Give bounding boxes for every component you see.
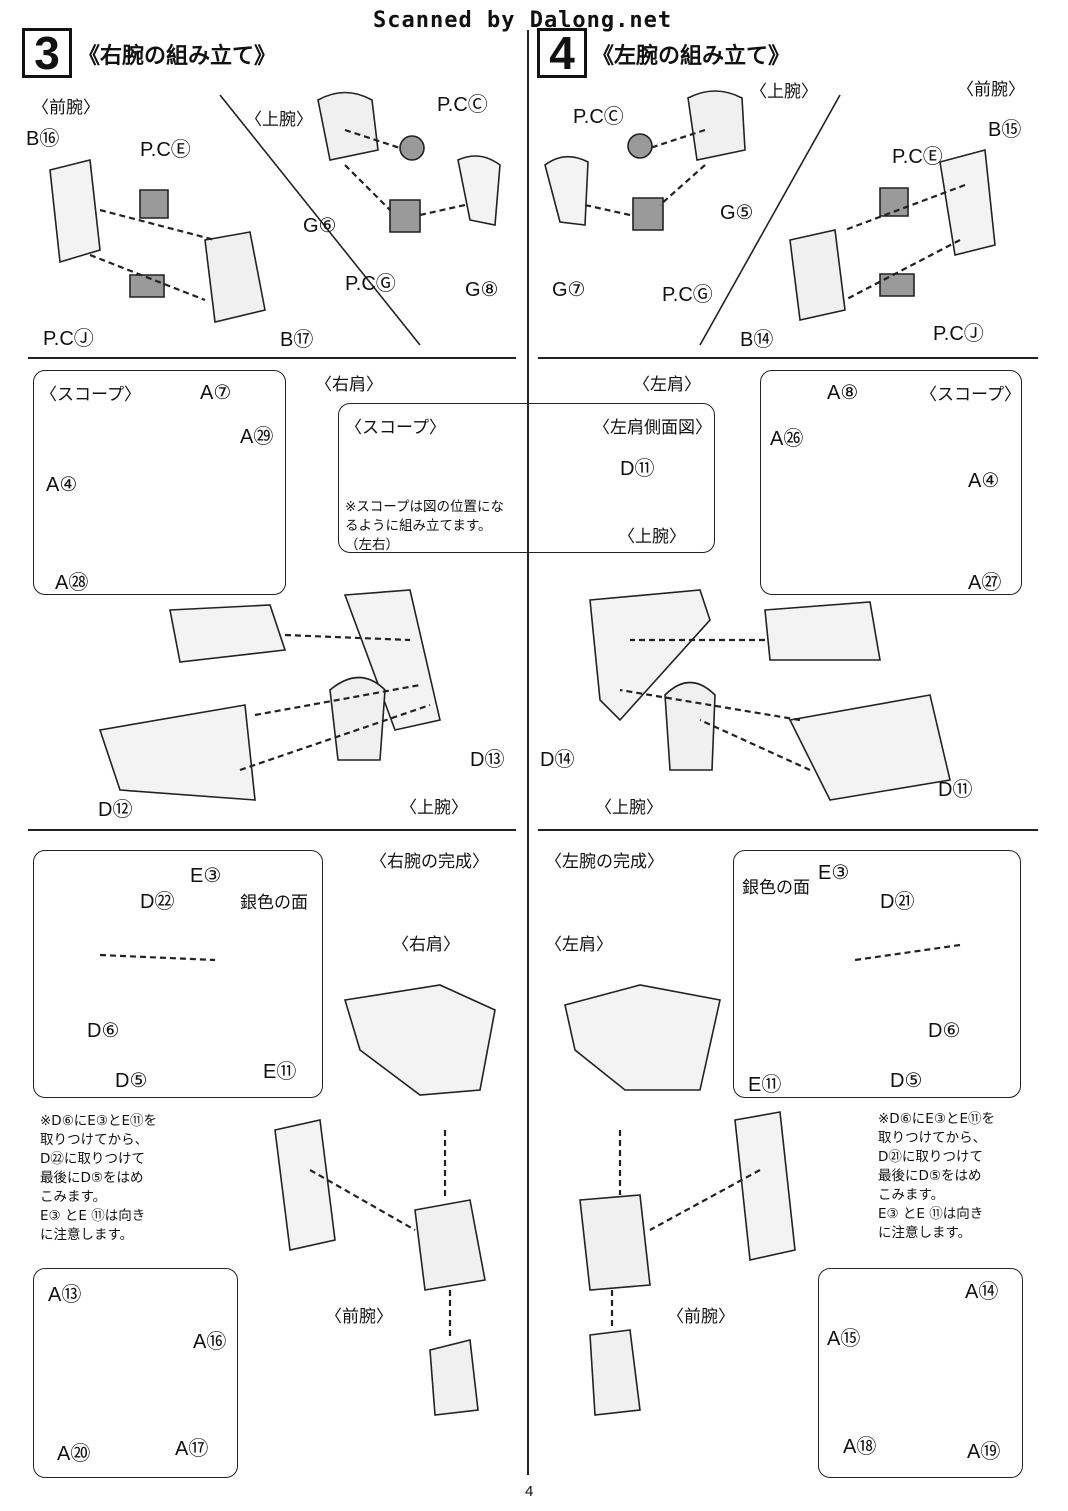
step4-divider-2 [538, 829, 1038, 831]
step4-part-d14: D⑭ [540, 749, 575, 771]
step4-part-a26: A㉖ [770, 428, 804, 450]
step4-scoop-panel [760, 370, 1022, 595]
step3-part-e11: E⑪ [263, 1061, 297, 1083]
watermark: Scanned by Dalong.net [373, 8, 673, 33]
step3-upperarm-label: 〈上腕〉 [245, 110, 313, 130]
step3-scoop-note-panel [338, 403, 715, 553]
step4-part-pcj: P.CⒿ [933, 323, 984, 345]
step4-part-b15: B⑮ [988, 119, 1022, 141]
step4-complete-forearm-label: 〈前腕〉 [667, 1307, 735, 1327]
step4-part-a8: A⑧ [827, 382, 859, 404]
step4-part-a4: A④ [968, 470, 1000, 492]
step4-scoop-label: 〈スコープ〉 [920, 385, 1021, 405]
step3-part-a20: A⑳ [57, 1443, 91, 1465]
step3-complete-title: 〈右腕の完成〉 [370, 852, 489, 872]
step3-part-e3: E③ [190, 865, 222, 887]
step4-part-b14: B⑭ [740, 329, 774, 351]
step4-forearm-label: 〈前腕〉 [957, 80, 1025, 100]
step4-part-e11: E⑪ [748, 1074, 782, 1096]
step4-part-pce: P.CⒺ [892, 146, 943, 168]
step3-title: 《右腕の組み立て》 [78, 44, 277, 69]
step4-part-a14: A⑭ [965, 1281, 999, 1303]
step4-title: 《左腕の組み立て》 [592, 44, 791, 69]
step3-part-a28: A㉘ [55, 572, 89, 594]
step4-complete-detail-panel [733, 850, 1021, 1098]
step4-shoulder-label: 〈左肩〉 [633, 375, 701, 395]
step4-part-a18: A⑱ [843, 1436, 877, 1458]
step4-complete-title: 〈左腕の完成〉 [545, 852, 664, 872]
step3-forearm-label: 〈前腕〉 [32, 98, 100, 118]
step3-complete-shoulder-label: 〈右肩〉 [392, 935, 460, 955]
step4-part-g7: G⑦ [552, 279, 586, 301]
step4-part-d5: D⑤ [890, 1070, 923, 1092]
step3-complete-forearm-label: 〈前腕〉 [325, 1307, 393, 1327]
step3-part-pcg: P.CⒼ [345, 273, 396, 295]
step3-hand-panel [33, 1268, 238, 1478]
step3-part-pce: P.CⒺ [140, 139, 191, 161]
column-divider [527, 30, 529, 1475]
step3-complete-detail-panel [33, 850, 323, 1098]
page-number: 4 [525, 1483, 534, 1500]
step3-divider-1 [28, 357, 516, 359]
step3-part-a17: A⑰ [175, 1438, 209, 1460]
step3-scoop-panel [33, 370, 286, 595]
step3-part-g8: G⑧ [465, 279, 499, 301]
step3-part-b16: B⑯ [26, 128, 60, 150]
scoop-note-side-label: 〈左肩側面図〉 [593, 418, 712, 438]
step3-part-a4: A④ [46, 474, 78, 496]
scoop-note-text: ※スコープは図の位置にな るように組み立てます。 （左右） [345, 499, 505, 553]
step4-hand-panel [818, 1268, 1023, 1478]
step4-divider-1 [538, 357, 1038, 359]
step3-complete-note: ※D⑥にE③とE⑪を 取りつけてから、 D㉒に取りつけて 最後にD⑤をはめ こみ… [40, 1113, 157, 1243]
step3-part-d13: D⑬ [470, 749, 505, 771]
step3-part-g6: G⑥ [303, 215, 337, 237]
step3-part-d12: D⑫ [98, 799, 133, 821]
step4-part-d6: D⑥ [928, 1020, 961, 1042]
step3-part-pcj: P.CⒿ [43, 328, 94, 350]
step3-part-d5: D⑤ [115, 1070, 148, 1092]
step3-part-a7: A⑦ [200, 382, 232, 404]
step3-scoop-label: 〈スコープ〉 [40, 385, 141, 405]
step4-part-a27: A㉗ [968, 572, 1002, 594]
step4-part-g5: G⑤ [720, 202, 754, 224]
step3-part-d6: D⑥ [87, 1020, 120, 1042]
step4-part-pcg: P.CⒼ [662, 284, 713, 306]
scoop-note-d11: D⑪ [620, 458, 655, 480]
step4-number: 4 [537, 27, 587, 79]
step4-shoulder-upperarm-label: 〈上腕〉 [595, 798, 663, 818]
step4-part-d11: D⑪ [938, 779, 973, 801]
step3-divider-2 [28, 829, 516, 831]
step4-silver-label: 銀色の面 [742, 878, 810, 898]
step3-part-pcc: P.CⒸ [437, 94, 488, 116]
step4-part-a19: A⑲ [967, 1441, 1001, 1463]
step4-part-e3: E③ [818, 862, 850, 884]
step4-upperarm-label: 〈上腕〉 [750, 82, 818, 102]
step4-part-pcc: P.CⒸ [573, 106, 624, 128]
scoop-note-label: 〈スコープ〉 [345, 418, 446, 438]
step3-part-b17: B⑰ [280, 329, 314, 351]
step3-part-d22: D㉒ [140, 891, 175, 913]
step3-shoulder-label: 〈右肩〉 [315, 375, 383, 395]
step3-part-a16: A⑯ [193, 1331, 227, 1353]
step4-complete-shoulder-label: 〈左肩〉 [545, 935, 613, 955]
scoop-note-upper-label: 〈上腕〉 [618, 527, 686, 547]
step4-part-d21: D㉑ [880, 891, 915, 913]
step3-part-a13: A⑬ [48, 1284, 82, 1306]
step4-complete-note: ※D⑥にE③とE⑪を 取りつけてから、 D㉑に取りつけて 最後にD⑤をはめ こみ… [878, 1111, 995, 1241]
step3-number: 3 [22, 27, 72, 79]
step4-part-a15: A⑮ [827, 1328, 861, 1350]
step3-shoulder-upperarm-label: 〈上腕〉 [400, 798, 468, 818]
step3-silver-label: 銀色の面 [240, 893, 308, 913]
step3-part-a29: A㉙ [240, 426, 274, 448]
